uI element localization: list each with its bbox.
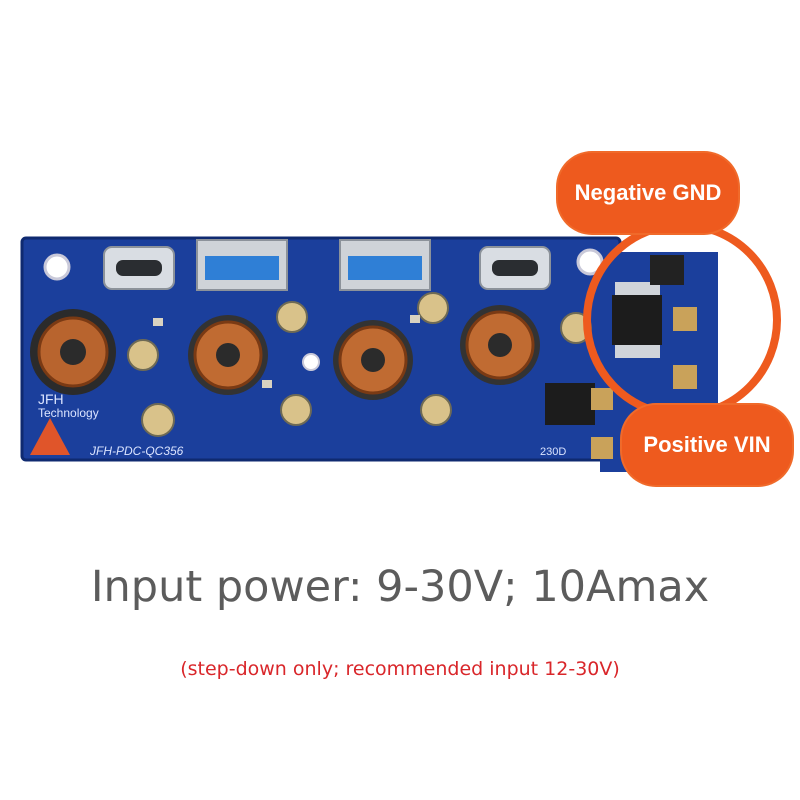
usb-a-port-left xyxy=(196,239,288,291)
silkscreen-code: 230D xyxy=(540,446,566,458)
silkscreen-technology: Technology xyxy=(38,406,99,420)
usb-a-port-right xyxy=(339,239,431,291)
silkscreen-model: JFH-PDC-QC356 xyxy=(89,444,184,458)
pcb-board xyxy=(22,238,620,460)
negative-gnd-callout: Negative GND xyxy=(558,153,738,233)
positive-vin-callout: Positive VIN xyxy=(622,405,792,485)
usb-c-port-left xyxy=(103,246,175,290)
silkscreen-brand: JFH xyxy=(38,391,64,407)
input-note: (step-down only; recommended input 12-30… xyxy=(180,658,620,680)
toroid-inductors xyxy=(30,305,540,400)
esd-warning-icon xyxy=(30,418,70,455)
input-solder-pads xyxy=(591,307,697,459)
smd-components xyxy=(153,255,684,425)
input-power-headline: Input power: 9-30V; 10Amax xyxy=(90,562,710,612)
usb-c-port-right xyxy=(479,246,551,290)
